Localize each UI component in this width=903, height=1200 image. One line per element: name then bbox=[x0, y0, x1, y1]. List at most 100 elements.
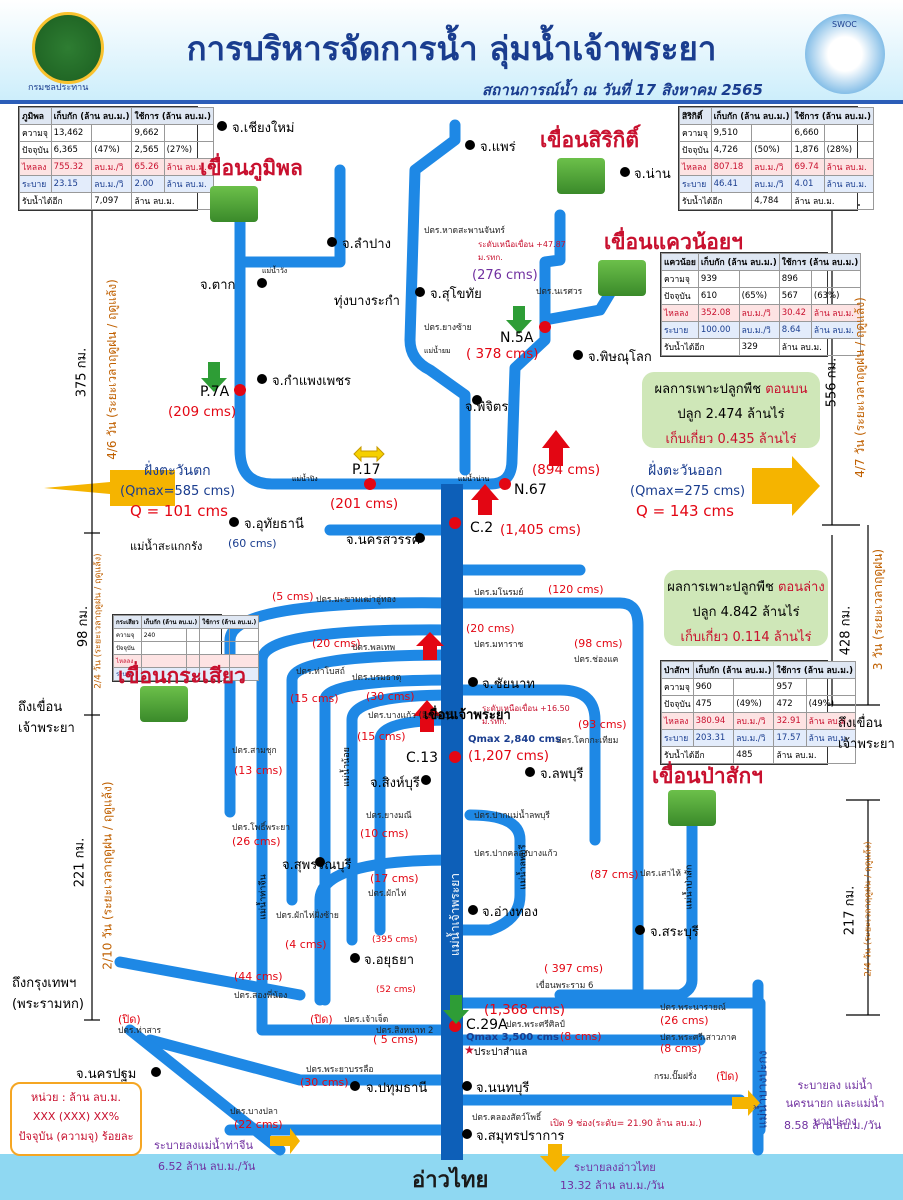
structure-chong-khae: ปตร.ช่องแค bbox=[574, 655, 619, 665]
phitsanulok-dot bbox=[573, 350, 583, 360]
station-p17-dot bbox=[364, 478, 376, 490]
station-c2: C.2 bbox=[470, 520, 494, 536]
gulf-outflow-arrow bbox=[540, 1144, 570, 1172]
station-c29a-dot bbox=[449, 1020, 461, 1032]
river-chao-phraya-label: แม่น้ำเจ้าพระยา bbox=[448, 872, 463, 957]
dam-icon bbox=[210, 186, 258, 222]
left-221-days: 2/10 วัน (ระยะเวลาฤดูฝน / ฤดูแล้ง) bbox=[100, 781, 115, 970]
flow-phra-sri-sin: (8 cms) bbox=[560, 1030, 602, 1043]
structure-phra-sri-sao: ปตร.พระศรีเสาวภาค bbox=[660, 1033, 737, 1043]
right-556-days: 4/7 วัน (ระยะเวลาฤดูฝน / ฤดูแล้ง) bbox=[852, 297, 867, 478]
bhumibol-dam-name: เขื่อนภูมิพล bbox=[200, 156, 303, 180]
to-chaophraya-right: ถึงเขื่อน เจ้าพระยา bbox=[838, 716, 895, 752]
lampang-dot bbox=[327, 237, 337, 247]
station-p7a-dot bbox=[234, 384, 246, 396]
tachin-outflow-arrow bbox=[270, 1128, 300, 1154]
crops-lower-panel: ผลการเพาะปลูกพืช ตอนล่าง ปลูก 4.842 ล้าน… bbox=[664, 570, 828, 646]
structure-phra-sri-sin: ปตร.พระศรีศิลป์ bbox=[506, 1020, 565, 1030]
east-outflow-arrow bbox=[732, 1090, 760, 1116]
bhumibol-table: ภูมิพลเก็บกัก (ล้าน ลบ.ม.)ใช้การ (ล้าน ล… bbox=[18, 106, 215, 211]
flow-n5a: ( 378 cms) bbox=[466, 346, 539, 362]
n5a-down-arrow bbox=[506, 306, 532, 334]
flow-tha-bot: (15 cms) bbox=[290, 692, 339, 705]
structure-pump-station: กรม.ปั๊มฝรั่ง bbox=[654, 1072, 697, 1082]
west-q: Q = 101 cms bbox=[130, 502, 228, 520]
uthaithani-dot bbox=[229, 517, 239, 527]
river-tha-chin-label: แม่น้ำท่าจีน bbox=[258, 874, 269, 920]
sirikit-dam-name: เขื่อนสิริกิติ์ bbox=[540, 128, 639, 152]
province-phitsanulok: จ.พิษณุโลก bbox=[588, 350, 652, 365]
unit-legend-unit: หน่วย : ล้าน ลบ.ม. bbox=[31, 1091, 121, 1104]
krasiao-dam-name: เขื่อนกระเสียว bbox=[118, 664, 246, 688]
station-c29a: C.29A bbox=[466, 1017, 508, 1033]
structure-sao-hai: ปตร.เสาไห้ bbox=[640, 869, 681, 879]
station-p17: P.17 bbox=[352, 462, 381, 478]
structure-phonlathep: ปตร.พลเทพ bbox=[352, 643, 396, 653]
structure-phra-ya-banlue: ปตร.พระยาบรรลือ bbox=[306, 1065, 374, 1075]
crops-upper-harvest: เก็บเกี่ยว 0.435 ล้านไร่ bbox=[665, 432, 797, 447]
right-217-days: 2/4 วัน (ระยะเวลาฤดูฝน / ฤดูแล้ง) bbox=[863, 841, 874, 977]
flow-phra-narai: (26 cms) bbox=[660, 1014, 709, 1027]
pathumthani-dot bbox=[350, 1081, 360, 1091]
province-nan: จ.น่าน bbox=[634, 167, 671, 182]
kamphaengphet-dot bbox=[257, 374, 267, 384]
nonthaburi-dot bbox=[462, 1081, 472, 1091]
flow-c13: (1,207 cms) bbox=[468, 748, 550, 764]
structure-chao-phraya-dam: เขื่อนเจ้าพระยา bbox=[424, 708, 511, 723]
east-canal-chongkhae bbox=[446, 597, 644, 1006]
province-nakhonsawan: จ.นครสวรรค์ bbox=[346, 533, 421, 548]
river-wang-label: แม่น้ำวัง bbox=[262, 267, 288, 275]
kwaenoi-dam-name: เขื่อนแควน้อยฯ bbox=[604, 230, 743, 254]
province-samutprakan: จ.สมุทรปราการ bbox=[476, 1129, 565, 1144]
flow-chao-chet: (ปิด) bbox=[310, 1013, 333, 1026]
west-arrow bbox=[44, 470, 175, 506]
station-n5a-dot bbox=[539, 321, 551, 333]
province-phichit: จ.พิจิตร bbox=[465, 400, 509, 415]
flow-395: (395 cms) bbox=[372, 935, 418, 945]
gulf-of-thailand-band bbox=[0, 1154, 903, 1200]
chaophraya-level-note: ระดับเหนือเขื่อน +16.50 ม.รทก. bbox=[482, 704, 570, 726]
east-canal-khok bbox=[446, 684, 601, 846]
dam-icon bbox=[668, 790, 716, 826]
sukhothai-dot bbox=[415, 287, 425, 297]
structure-phak-hai: ปตร.ผักไห่ bbox=[368, 889, 407, 899]
naresuan-level-note: ระดับเหนือเขื่อน +47.87 ม.รทก. bbox=[478, 240, 566, 262]
structure-phak-hai-w: ปตร.ผักไห่ฝั่งซ้าย bbox=[276, 911, 339, 921]
east-qmax: (Qmax=275 cms) bbox=[630, 484, 746, 499]
chiangmai-dot bbox=[217, 121, 227, 131]
right-217-km: 217 กม. bbox=[842, 885, 858, 936]
singburi-dot bbox=[421, 775, 431, 785]
station-c13-dot bbox=[449, 751, 461, 763]
crops-lower-plant: ปลูก 4.842 ล้านไร่ bbox=[692, 605, 800, 620]
header-banner bbox=[0, 0, 903, 100]
kwaenoi-table: แควน้อยเก็บกัก (ล้าน ลบ.ม.)ใช้การ (ล้าน … bbox=[660, 252, 862, 357]
flow-khok-kathiam: (93 cms) bbox=[578, 718, 627, 731]
structure-prapha: ประปาสำแล bbox=[474, 1047, 528, 1058]
west-canal-2 bbox=[256, 624, 458, 1006]
structure-yang-mani: ปตร.ยางมณี bbox=[366, 811, 412, 821]
flow-naresuan: (276 cms) bbox=[472, 268, 538, 283]
unit-legend-format: XXX (XXX) XX% bbox=[32, 1110, 120, 1123]
tachin-outflow-value: 6.52 ล้าน ลบ.ม./วัน bbox=[158, 1160, 256, 1173]
flow-phak-hai-w: (4 cms) bbox=[285, 938, 327, 951]
flow-manorom: (120 cms) bbox=[548, 583, 604, 596]
west-qmax: (Qmax=585 cms) bbox=[120, 484, 236, 499]
crops-lower-title: ผลการเพาะปลูกพืช bbox=[667, 580, 774, 595]
flow-p17: (201 cms) bbox=[330, 496, 399, 512]
n67-up-arrow bbox=[542, 430, 570, 466]
to-chaophraya-left: ถึงเขื่อน เจ้าพระยา bbox=[18, 700, 75, 736]
saraburi-dot bbox=[635, 925, 645, 935]
flow-phra-sri-sao: (8 cms) bbox=[660, 1042, 702, 1055]
structure-khlong-sapphasit: ปตร.คลองสัตว์โพธิ์ bbox=[472, 1113, 542, 1123]
structure-yang-sai: ปตร.ยางซ้าย bbox=[424, 323, 472, 333]
suphanburi-dot bbox=[315, 857, 325, 867]
ayutthaya-dot bbox=[350, 953, 360, 963]
river-lopburi-label: แม่น้ำลพบุรี bbox=[518, 844, 529, 890]
dam-icon bbox=[557, 158, 605, 194]
p7a-down-arrow bbox=[201, 362, 227, 392]
yom-river bbox=[404, 119, 471, 476]
gulf-outflow-label: ระบายลงอ่าวไทย bbox=[574, 1161, 656, 1174]
river-bang-pakong-label: แม่น้ำบางปะกง bbox=[755, 1050, 770, 1129]
unit-legend: หน่วย : ล้าน ลบ.ม. XXX (XXX) XX% ปัจจุบั… bbox=[10, 1082, 142, 1156]
river-nan-label: แม่น้ำน่าน bbox=[458, 475, 490, 483]
